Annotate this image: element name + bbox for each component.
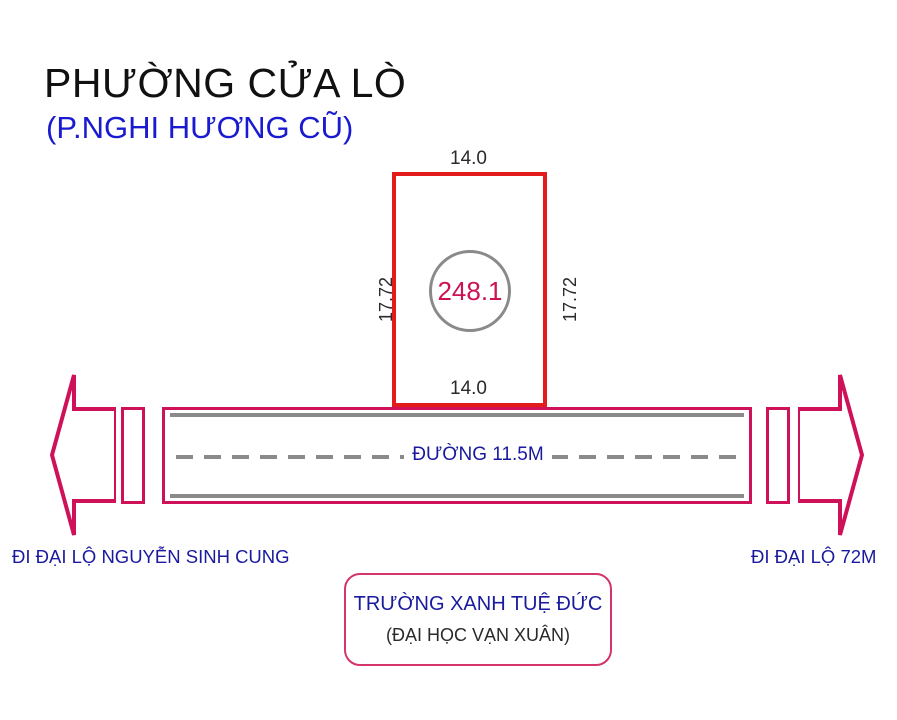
plot-dimension-bottom: 14.0 xyxy=(450,378,487,399)
plot-area-value: 248.1 xyxy=(437,275,503,306)
school-alt-name: (ĐẠI HỌC VẠN XUÂN) xyxy=(385,625,571,645)
plot-dimension-right: 17.72 xyxy=(560,276,580,322)
road-edge-line-top xyxy=(170,413,744,417)
page-subtitle: (P.NGHI HƯƠNG CŨ) xyxy=(46,110,354,145)
road-centerline-left xyxy=(176,455,404,459)
road-stub-left xyxy=(121,407,145,504)
land-plot-outline xyxy=(392,172,547,407)
direction-label-left: ĐI ĐẠI LỘ NGUYỄN SINH CUNG xyxy=(12,546,290,567)
school-callout-box: TRƯỜNG XANH TUỆ ĐỨC (ĐẠI HỌC VẠN XUÂN) xyxy=(344,573,612,666)
road-centerline-right xyxy=(551,455,747,459)
plot-dimension-top: 14.0 xyxy=(450,148,487,169)
school-name: TRƯỜNG XANH TUỆ ĐỨC xyxy=(353,593,603,615)
plot-area-circle xyxy=(429,250,511,332)
arrow-right-icon xyxy=(798,371,864,539)
road-stub-right xyxy=(766,407,790,504)
direction-label-right: ĐI ĐẠI LỘ 72M xyxy=(751,546,877,567)
page-title: PHƯỜNG CỬA LÒ xyxy=(44,60,407,106)
arrow-left-icon xyxy=(50,371,116,539)
road-label: ĐƯỜNG 11.5M xyxy=(404,444,552,466)
road-edge-line-bottom xyxy=(170,494,744,498)
plot-dimension-left: 17.72 xyxy=(376,276,396,322)
